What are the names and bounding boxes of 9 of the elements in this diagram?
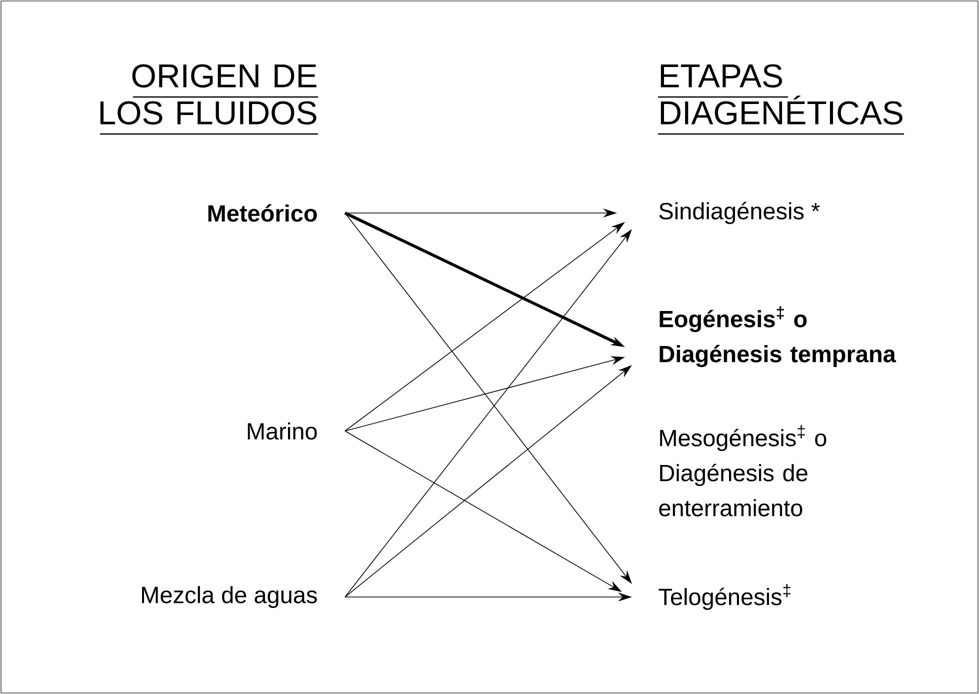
stage-label: Sindiagénesis *: [659, 202, 820, 224]
source-label: Marino: [248, 422, 317, 440]
stage-label: Mesogénesis$^{‡}$ o Diagénesis de enterramiento: [659, 425, 826, 516]
column-heading: ETAPAS DIAGENÉTICAS: [660, 64, 902, 125]
column-heading: ORIGEN DE LOS FLUIDOS: [100, 64, 316, 125]
stage-label: Eogénesis$^{‡}$ o Diagénesis temprana: [660, 306, 896, 368]
stage-label: Telogénesis$^{‡}$: [658, 584, 790, 610]
source-label: Meteórico: [208, 204, 317, 222]
source-label: Mezcla de aguas: [142, 586, 317, 608]
